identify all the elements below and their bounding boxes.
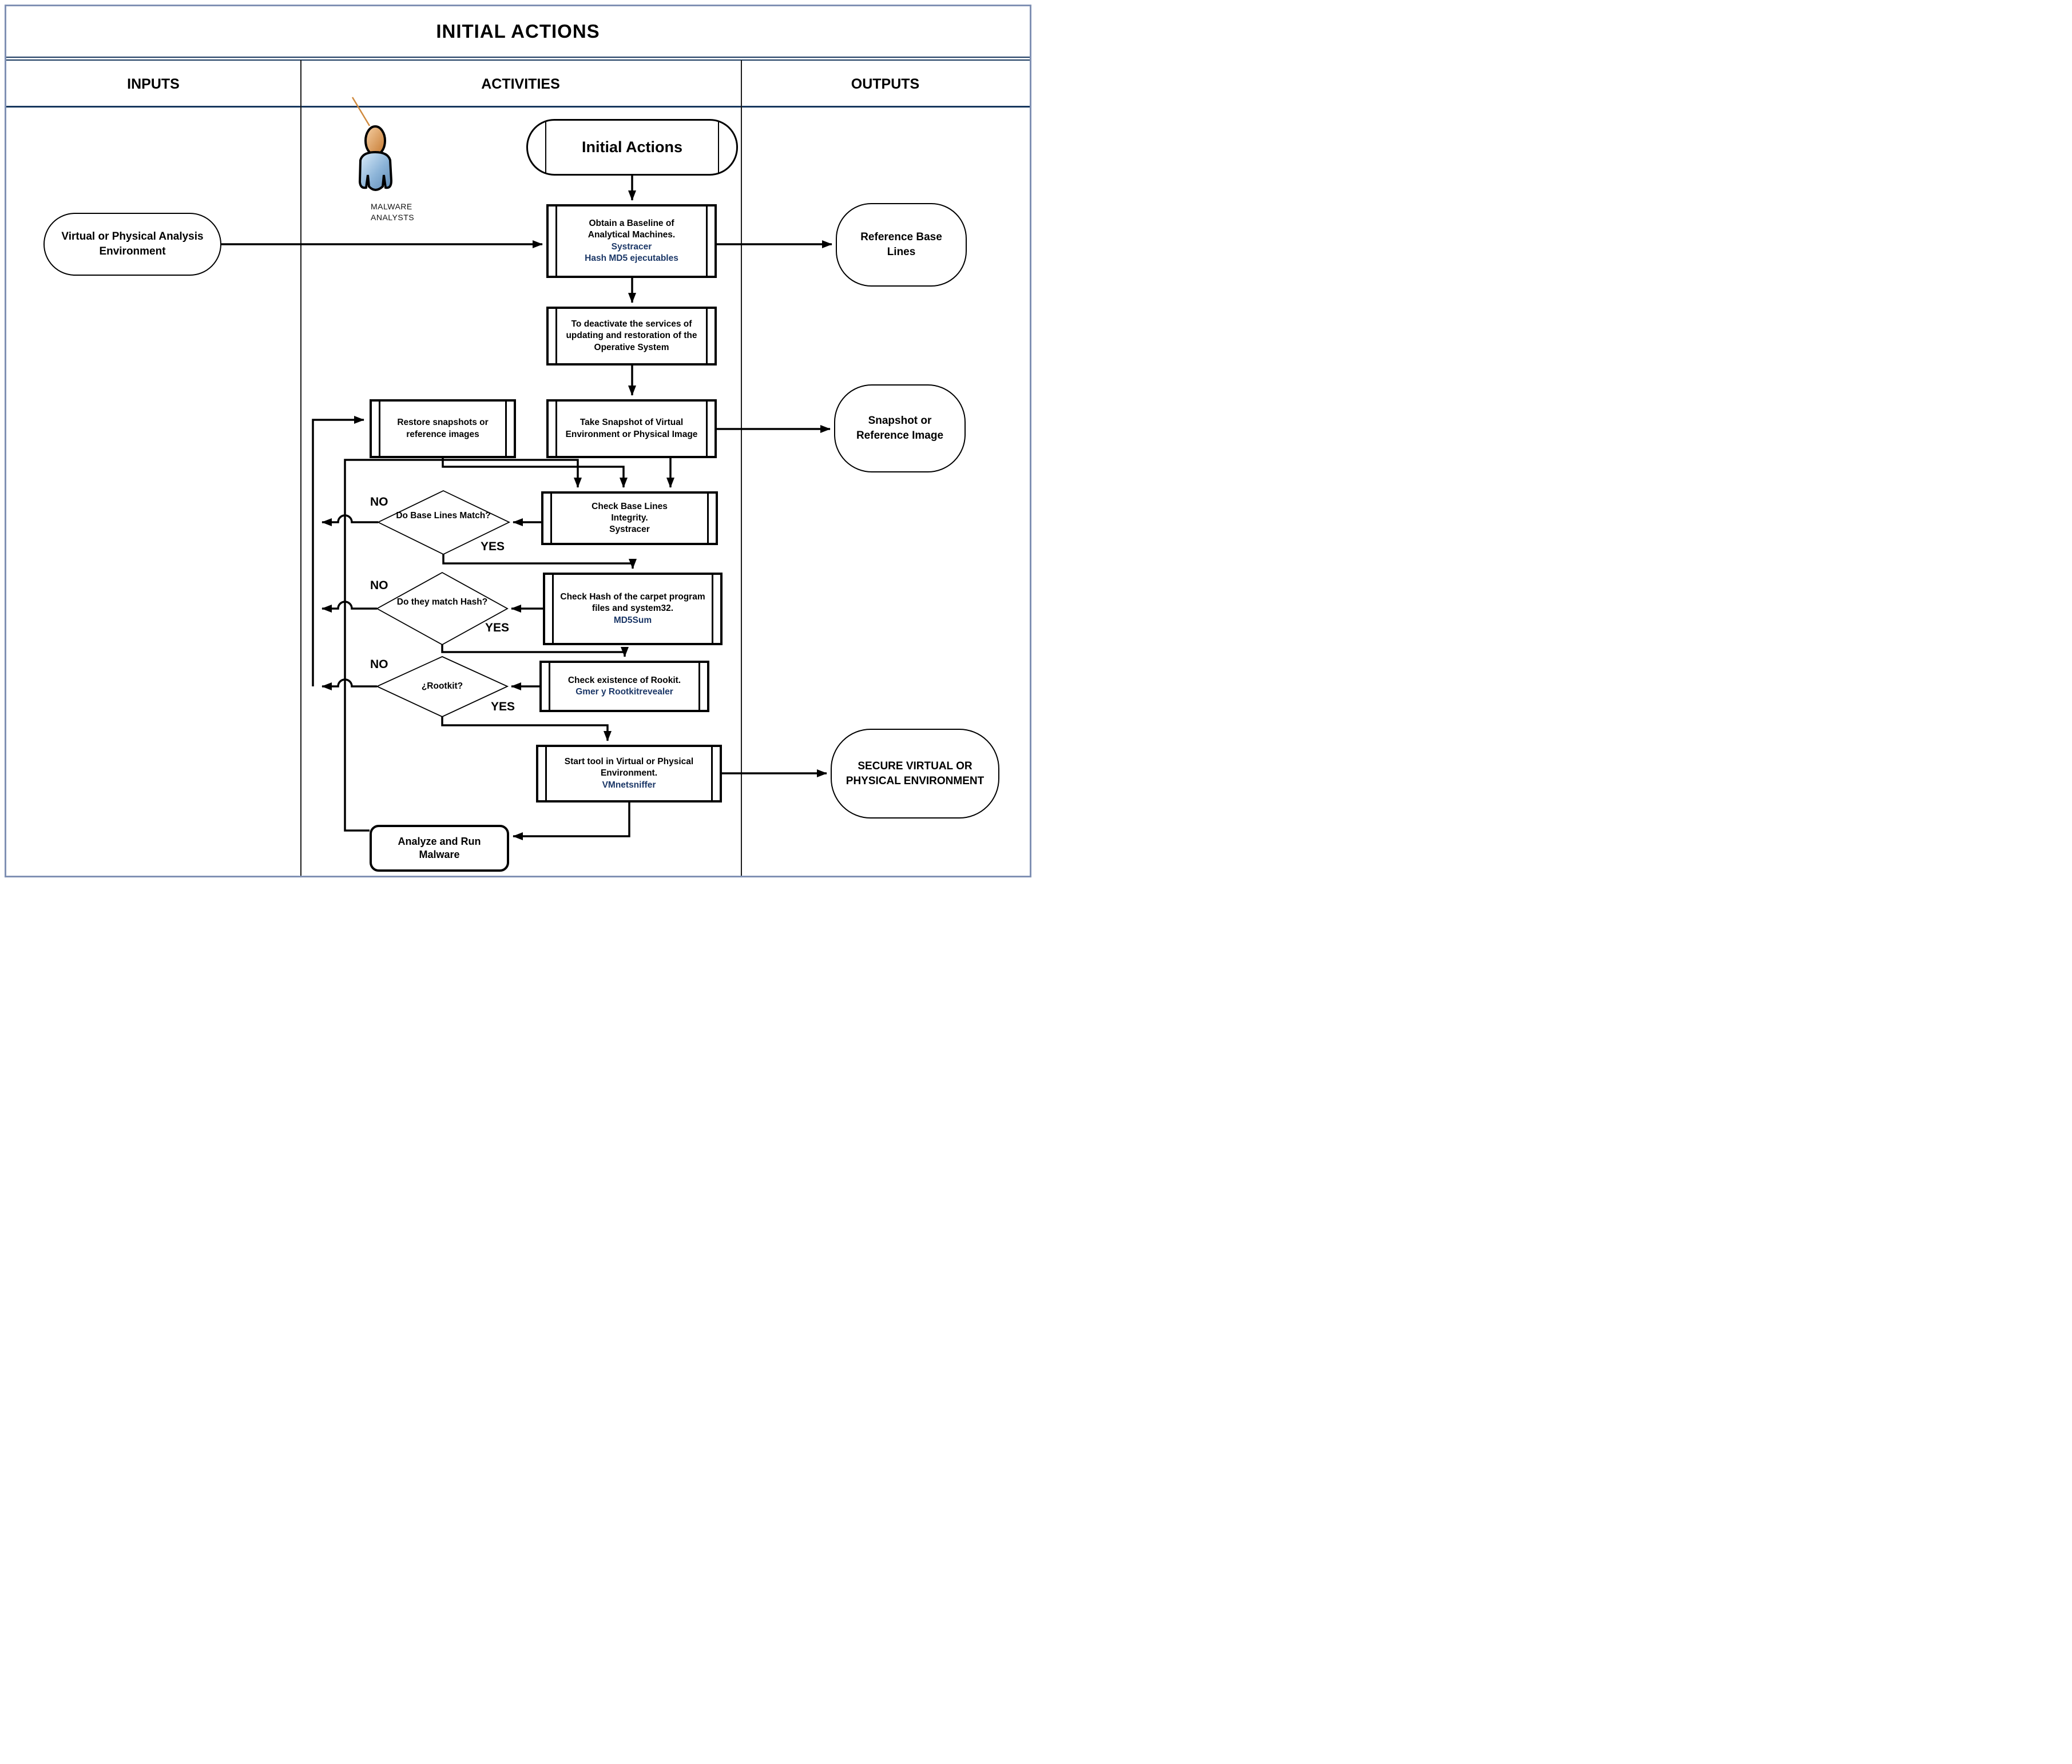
snapshot-image-oval: Snapshot or Reference Image [834, 384, 966, 472]
obtain-baseline-box: Obtain a Baseline of Analytical Machines… [546, 204, 717, 278]
check-hash-tool: MD5Sum [613, 615, 652, 625]
obtain-tool1: Systracer [611, 241, 652, 252]
check-hash-text: Check Hash of the carpet program files a… [560, 592, 705, 614]
decision2-label: Do they match Hash? [396, 597, 488, 607]
page-title: INITIAL ACTIONS [436, 21, 600, 42]
reference-baselines-oval: Reference Base Lines [836, 203, 967, 287]
restore-snapshots-box: Restore snapshots or reference images [370, 399, 516, 458]
no2-label: NO [370, 579, 388, 592]
reference-baselines-label: Reference Base Lines [860, 231, 942, 258]
box-inner-left [555, 309, 557, 363]
input-env-oval: Virtual or Physical Analysis Environment [43, 213, 221, 276]
obtain-line1: Obtain a Baseline of [589, 218, 674, 229]
edge-restore-to-checkbaselines [442, 458, 628, 488]
edge-decision1-yes [442, 554, 637, 569]
box-inner-right [712, 575, 713, 643]
obtain-tool2: Hash MD5 ejecutables [585, 253, 678, 263]
malware-analyst-label: MALWARE ANALYSTS [371, 201, 414, 223]
edge-decision3-yes [441, 717, 612, 741]
box-inner-left [550, 494, 552, 543]
start-tool-text: Start tool in Virtual or Physical Enviro… [564, 757, 694, 778]
edge-decision2-yes [441, 645, 629, 657]
box-inner-right [707, 494, 709, 543]
title-separator-line-2 [6, 59, 1030, 61]
capsule-inner-right [718, 121, 719, 174]
box-inner-right [711, 747, 713, 800]
take-snapshot-box: Take Snapshot of Virtual Environment or … [546, 399, 717, 458]
start-tool-box: Start tool in Virtual or Physical Enviro… [536, 745, 722, 802]
check-baselines-line3: Systracer [609, 525, 650, 535]
edge-starttool-to-analyze [513, 802, 630, 840]
box-inner-left [555, 206, 557, 276]
box-inner-left [552, 575, 554, 643]
box-inner-right [698, 663, 700, 710]
no1-label: NO [370, 495, 388, 508]
flowchart-page: INITIAL ACTIONS INPUTS ACTIVITIES OUTPUT… [0, 0, 1036, 882]
box-inner-right [706, 309, 708, 363]
check-rootkit-text: Check existence of Rookit. [567, 675, 681, 685]
title-bar: INITIAL ACTIONS [6, 6, 1030, 57]
secure-env-label: SECURE VIRTUAL OR PHYSICAL ENVIRONMENT [846, 760, 985, 787]
obtain-line2: Analytical Machines. [588, 230, 676, 240]
box-inner-left [549, 663, 550, 710]
malware-analyst-icon [351, 97, 393, 191]
title-separator-line-1 [6, 57, 1030, 58]
inputs-label: INPUTS [127, 76, 180, 92]
start-label: Initial Actions [581, 138, 682, 156]
edge-analyze-loop-to-checkbaselines [344, 459, 582, 832]
box-inner-left [545, 747, 547, 800]
actor-label-line2: ANALYSTS [371, 212, 415, 222]
decision3-diamond [375, 656, 509, 717]
column-header-outputs: OUTPUTS [741, 64, 1030, 104]
secure-env-oval: SECURE VIRTUAL OR PHYSICAL ENVIRONMENT [831, 729, 999, 819]
outputs-label: OUTPUTS [851, 76, 920, 92]
start-tool-tool: VMnetsniffer [602, 780, 656, 790]
edge-decision2-no [321, 601, 377, 613]
decision1-diamond [376, 490, 511, 555]
check-baselines-box: Check Base Lines Integrity. Systracer [541, 491, 718, 545]
connector-lines [221, 176, 832, 840]
edge-decision3-no [321, 678, 377, 690]
box-inner-left [379, 402, 380, 456]
outer-border [5, 5, 1031, 877]
yes2-label: YES [485, 621, 510, 634]
check-rootkit-tool: Gmer y Rootkitrevealer [575, 687, 673, 697]
check-baselines-line2: Integrity. [611, 512, 648, 523]
actor-label-line1: MALWARE [371, 202, 412, 211]
deactivate-services-box: To deactivate the services of updating a… [546, 307, 717, 365]
check-rootkit-box: Check existence of Rookit. Gmer y Rootki… [539, 661, 709, 712]
column-divider-1 [300, 60, 301, 876]
check-baselines-line1: Check Base Lines [592, 501, 668, 511]
decision1-label: Do Base Lines Match? [396, 511, 491, 521]
column-divider-2 [741, 60, 742, 876]
snapshot-image-label: Snapshot or Reference Image [856, 415, 944, 442]
yes1-label: YES [481, 540, 505, 553]
start-terminator: Initial Actions [526, 119, 738, 176]
analyze-run-malware-box: Analyze and Run Malware [370, 825, 509, 872]
activities-label: ACTIVITIES [481, 76, 560, 92]
box-inner-right [706, 206, 708, 276]
input-env-label: Virtual or Physical Analysis Environment [61, 231, 204, 257]
check-hash-box: Check Hash of the carpet program files a… [543, 573, 723, 645]
box-inner-right [505, 402, 507, 456]
take-snapshot-text: Take Snapshot of Virtual Environment or … [565, 418, 698, 439]
decision3-label: ¿Rootkit? [421, 681, 463, 691]
no3-label: NO [370, 658, 388, 671]
decision2-diamond [376, 571, 509, 646]
edge-decision1-no [321, 514, 378, 526]
column-header-inputs: INPUTS [6, 64, 300, 104]
box-inner-left [555, 402, 557, 456]
capsule-inner-left [545, 121, 546, 174]
edge-no-collector-to-restore [312, 416, 364, 686]
box-inner-right [706, 402, 708, 456]
column-header-activities: ACTIVITIES [300, 64, 741, 104]
analyze-label: Analyze and Run Malware [398, 835, 481, 860]
restore-text: Restore snapshots or reference images [397, 418, 489, 439]
deactivate-text: To deactivate the services of updating a… [566, 319, 697, 352]
yes3-label: YES [491, 700, 515, 713]
header-separator [6, 106, 1030, 108]
